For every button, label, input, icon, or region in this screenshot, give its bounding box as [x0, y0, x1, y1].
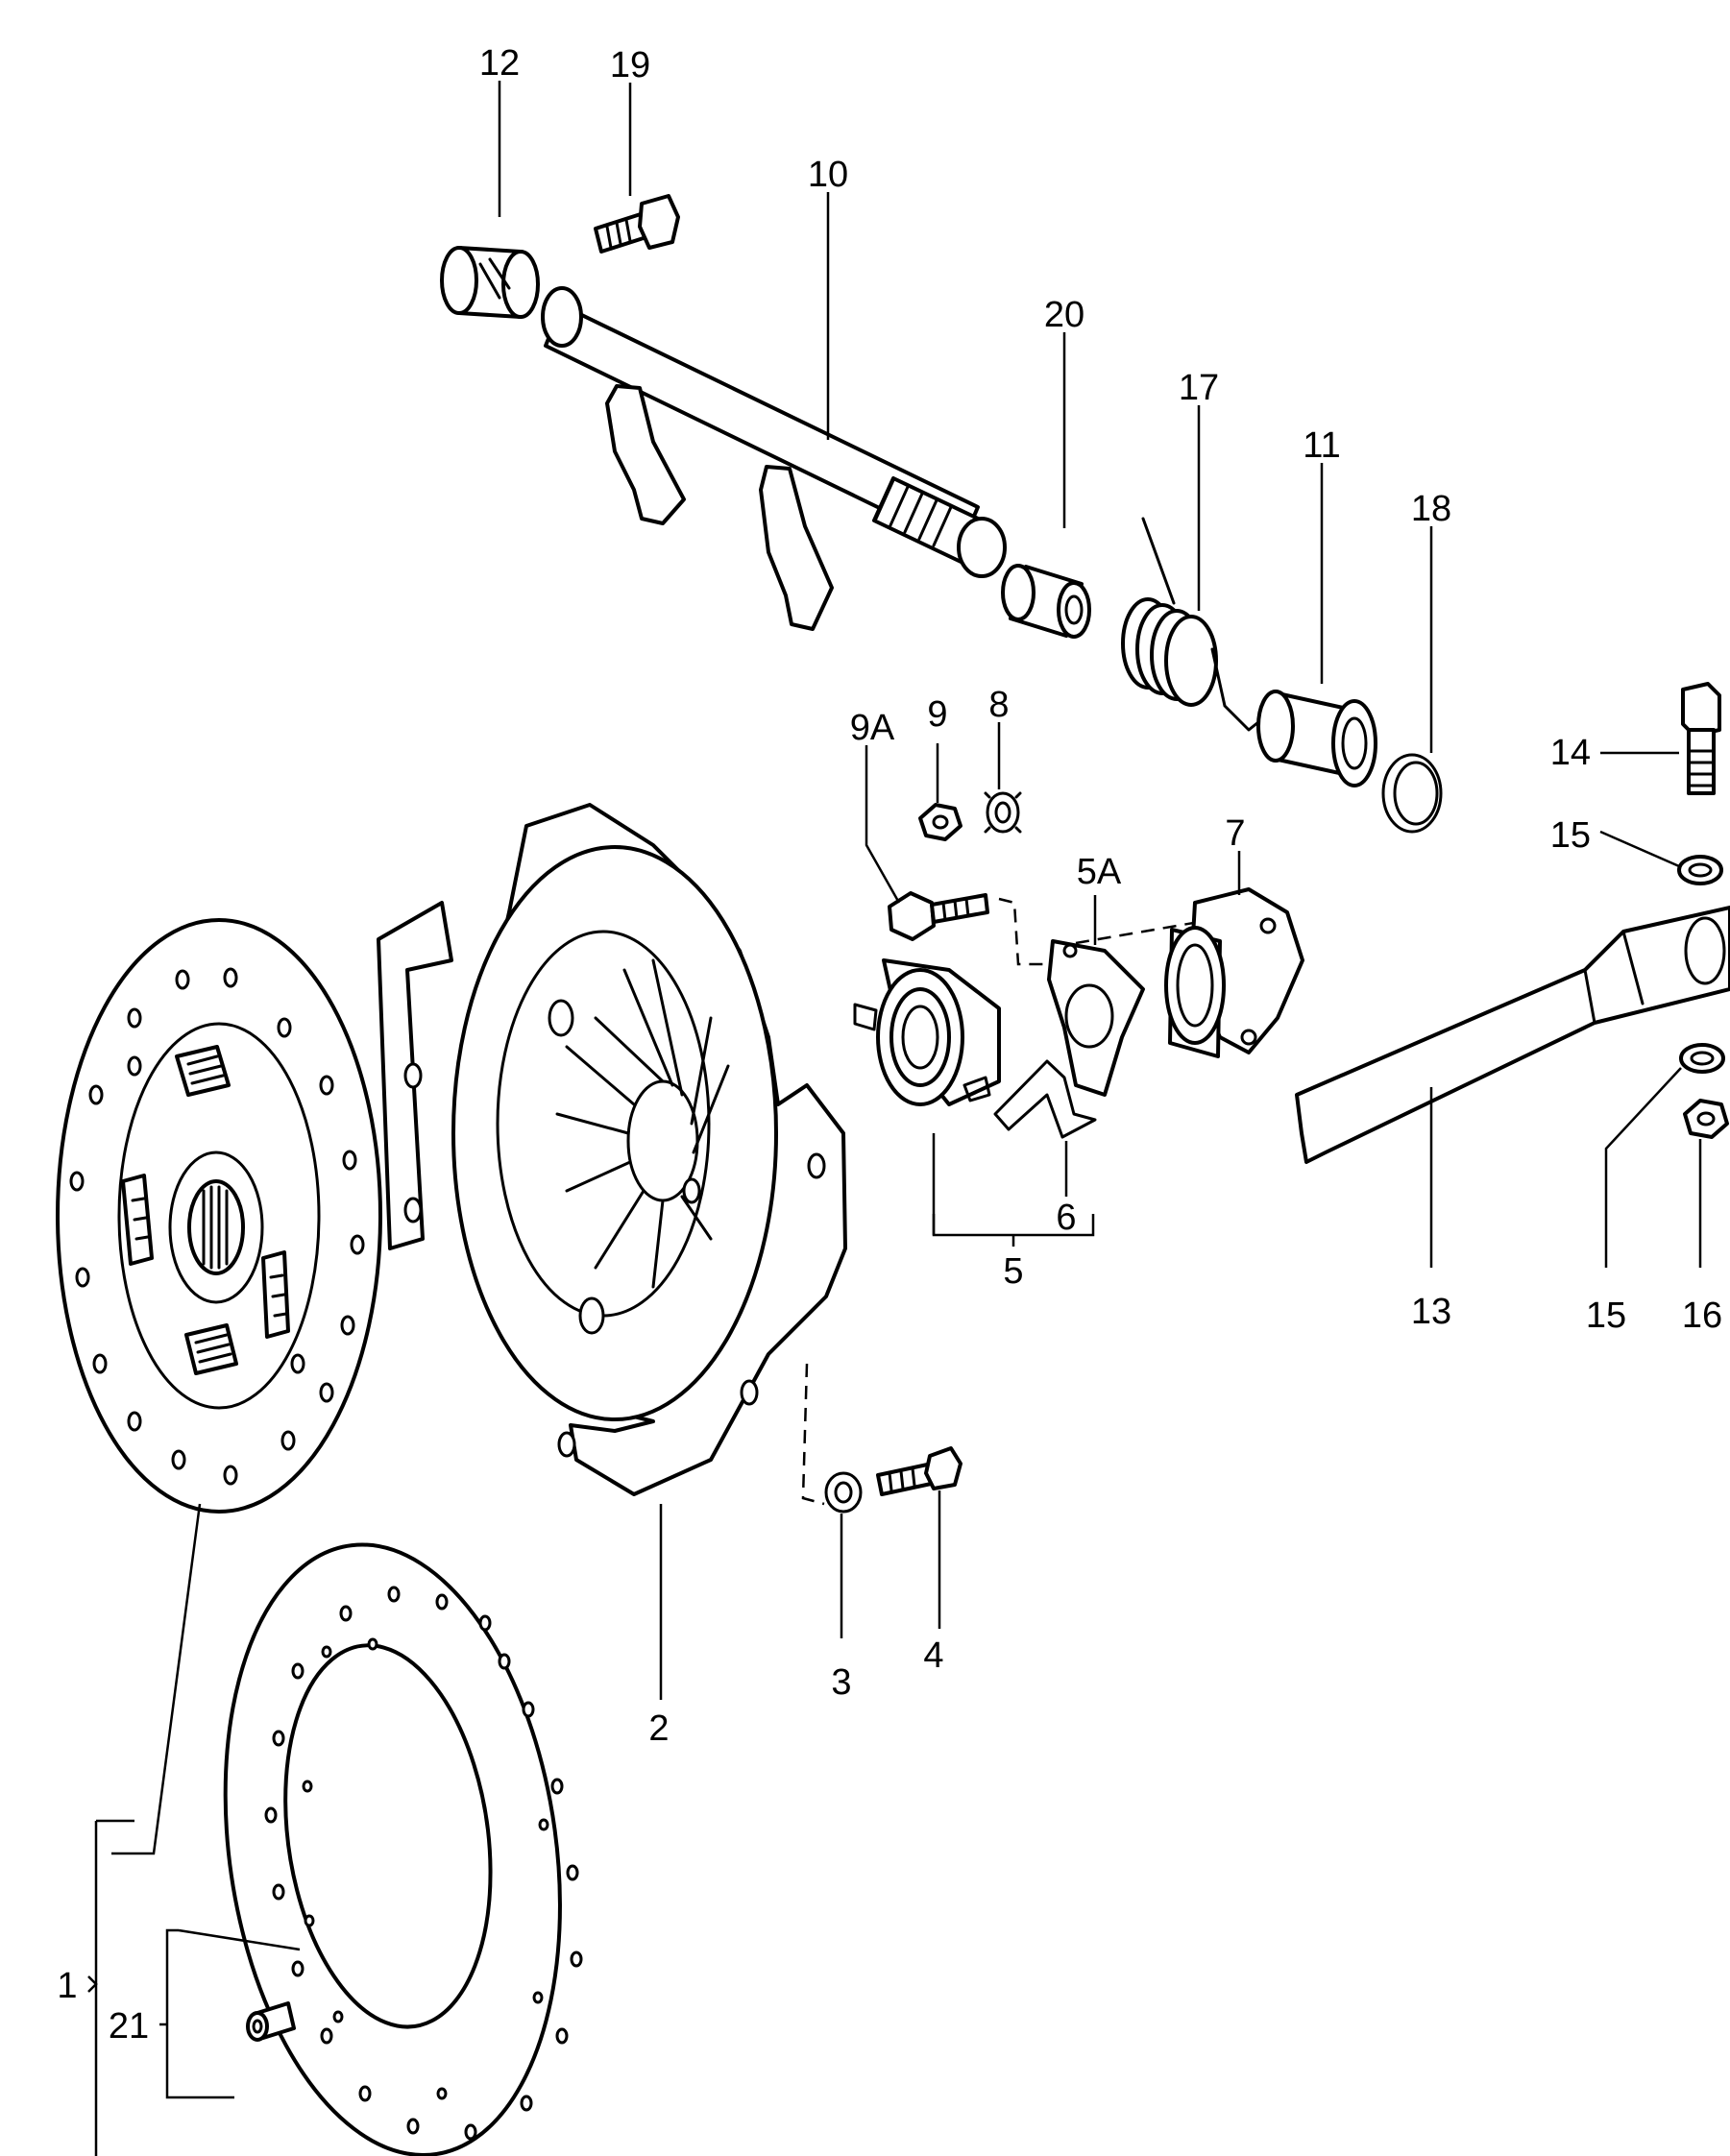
part-21-clutch-lining	[223, 1542, 583, 2156]
callout-20: 20	[1044, 295, 1084, 335]
callout-7: 7	[1225, 813, 1245, 854]
part-10-release-shaft	[541, 286, 1007, 631]
part-3-spring-washer	[824, 1471, 863, 1514]
part-11-bushing	[1256, 690, 1377, 787]
callout-4: 4	[923, 1635, 943, 1676]
part-13-release-lever	[1295, 906, 1730, 1164]
callout-14: 14	[1550, 733, 1591, 773]
part-19-bolt	[594, 194, 680, 254]
part-2-pressure-plate	[377, 803, 847, 1496]
part-15-washer-top	[1677, 855, 1723, 885]
part-17-torsion-spring	[1121, 517, 1260, 732]
part-18-circlip	[1381, 753, 1443, 834]
part-4-bolt	[876, 1446, 962, 1496]
callout-15-bottom: 15	[1586, 1296, 1626, 1336]
part-21-lining-rivet	[246, 2001, 296, 2042]
callout-10: 10	[808, 155, 848, 195]
part-16-nut	[1683, 1099, 1729, 1139]
callout-8: 8	[988, 685, 1009, 725]
callouts: 12 19 10 20 17 11 18 14 15 9A 9 8 5A 7 6…	[57, 43, 1722, 2047]
callout-13: 13	[1411, 1292, 1451, 1332]
part-12-bushing	[440, 246, 540, 319]
callout-6: 6	[1056, 1198, 1076, 1238]
part-5-release-bearing	[853, 958, 1001, 1106]
callout-19: 19	[610, 45, 650, 85]
part-1-clutch-disc	[56, 918, 382, 1514]
leader-lines	[87, 81, 1702, 2156]
part-5a-gasket	[1047, 939, 1145, 1097]
connector-9a-to-5a	[998, 897, 1060, 966]
part-9-nut	[918, 803, 962, 841]
part-14-bolt	[1681, 682, 1721, 795]
clutch-disc-rivet-holes	[69, 967, 365, 1486]
part-20-bushing	[1001, 564, 1091, 639]
callout-2: 2	[648, 1708, 669, 1749]
connector-5a-to-7	[1075, 918, 1211, 945]
callout-21: 21	[109, 2006, 149, 2047]
part-7-guide-sleeve	[1164, 887, 1304, 1058]
callout-16: 16	[1682, 1296, 1722, 1336]
callout-17: 17	[1179, 368, 1219, 408]
callout-5: 5	[1003, 1251, 1023, 1292]
callout-12: 12	[479, 43, 520, 84]
callout-15-top: 15	[1550, 815, 1591, 856]
part-15-washer-bottom	[1679, 1043, 1725, 1074]
lining-rivet-holes	[264, 1586, 583, 2141]
part-8-lock-washer	[984, 791, 1022, 834]
callout-1: 1	[57, 1966, 77, 2006]
callout-5a: 5A	[1077, 852, 1122, 892]
callout-9: 9	[927, 694, 947, 735]
callout-18: 18	[1411, 489, 1451, 529]
callout-3: 3	[831, 1662, 851, 1703]
part-9a-bolt	[888, 891, 989, 941]
part-6-retaining-spring	[993, 1059, 1097, 1139]
connector-2-to-3	[801, 1363, 825, 1506]
callout-11: 11	[1303, 425, 1340, 466]
callout-9a: 9A	[850, 708, 895, 748]
